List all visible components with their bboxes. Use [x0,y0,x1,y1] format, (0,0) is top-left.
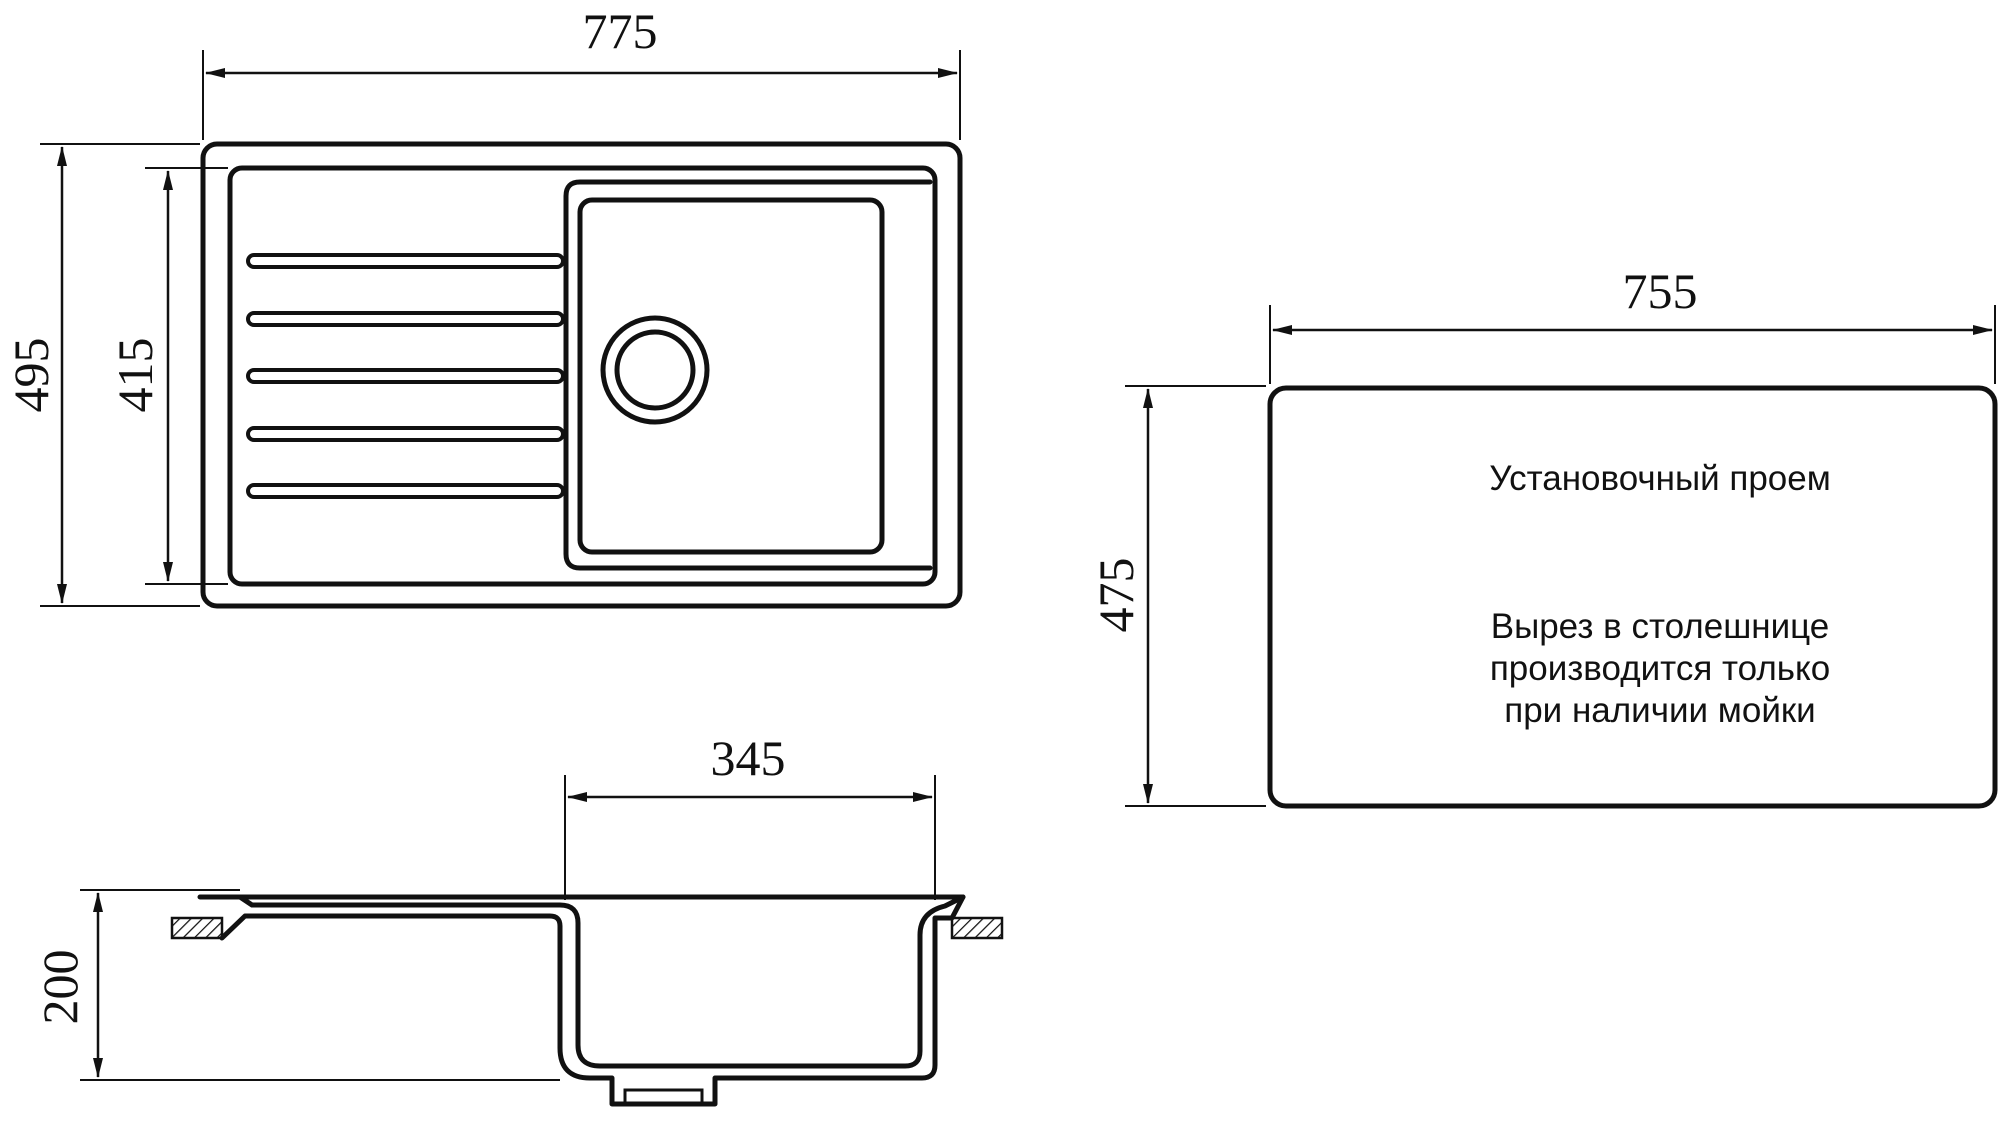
cutout-title: Установочный проем [1489,459,1831,498]
cutout-note-line: производится только [1490,649,1830,688]
drainboard-groove [246,253,565,269]
bowl-inner-outline [577,197,885,555]
countertop-right [950,916,1004,940]
dimension-label-775: 775 [583,3,658,59]
sink-inner-outline [227,165,938,587]
countertop-left [170,916,224,940]
drain-outlet [623,1088,704,1106]
bowl-outer-outline [563,179,933,571]
dimension-label-475: 475 [1088,558,1144,633]
drainboard-groove [246,483,565,499]
dimension-label-200: 200 [32,950,88,1025]
side-section-view: 345 200 [32,730,1004,1107]
dimension-label-755: 755 [1623,263,1698,319]
top-view: 775 495 415 [3,3,963,609]
dimension-label-415: 415 [107,338,163,413]
cutout-outline [1267,385,1998,809]
drainboard-groove [246,368,565,384]
drain-inner-ring [614,329,696,411]
sink-section-outer [197,894,966,1107]
cutout-note-line: Вырез в столешнице [1491,607,1830,646]
dimension-label-345: 345 [711,730,786,786]
cutout-view: 755 475 Установочный проем Вырез в столе… [1088,263,1998,809]
drainboard-groove [246,426,565,442]
dimension-label-495: 495 [3,338,59,413]
sink-outer-outline [200,141,963,609]
cutout-note-line: при наличии мойки [1504,691,1815,730]
sink-section-inner [237,894,966,1069]
drain-outer-ring [600,315,710,425]
drainboard-groove [246,311,565,327]
